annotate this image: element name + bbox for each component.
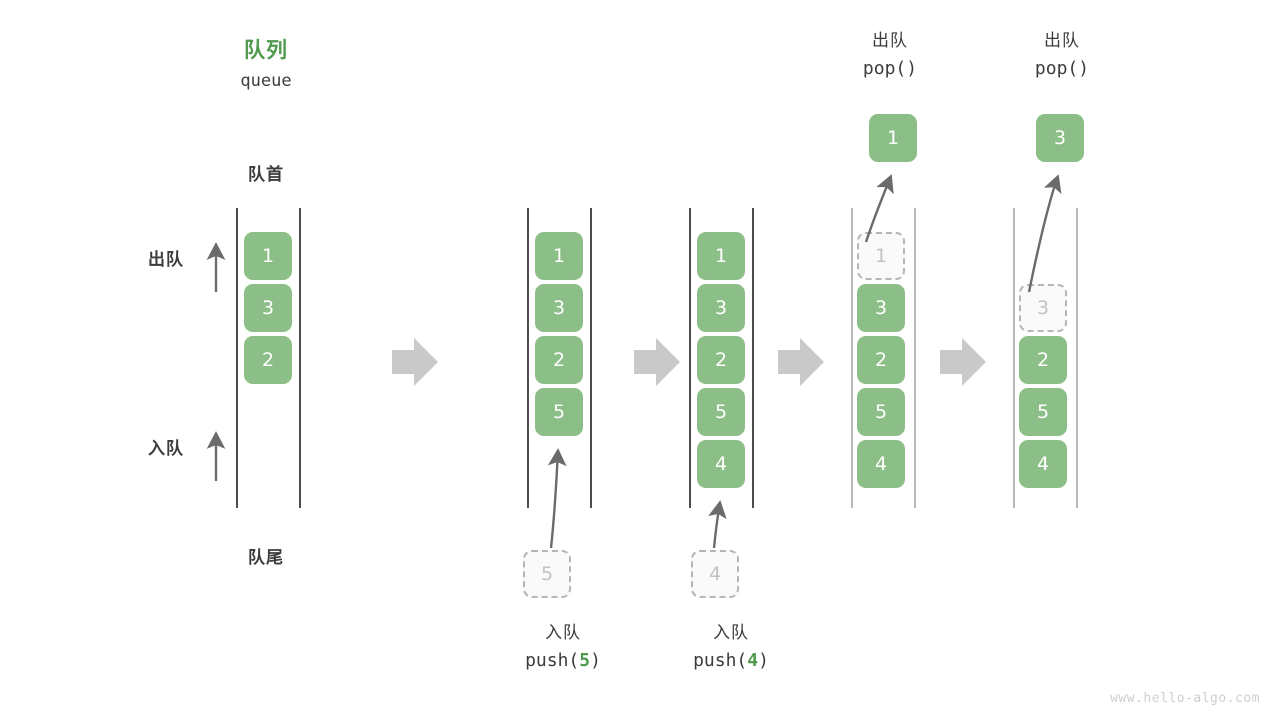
- push-caption: 入队 push(5): [483, 620, 643, 676]
- push-code-prefix: push(: [525, 650, 580, 671]
- queue-cell: 4: [1019, 440, 1067, 488]
- incoming-ghost-cell: 5: [523, 550, 571, 598]
- queue-rail-right: [590, 208, 592, 508]
- push-caption-code: push(4): [651, 646, 811, 676]
- queue-cell: 3: [244, 284, 292, 332]
- push-caption: 入队 push(4): [651, 620, 811, 676]
- pop-arrow: [1027, 174, 1062, 293]
- queue-cell: 5: [857, 388, 905, 436]
- queue-rail-left: [527, 208, 529, 508]
- pop-caption-code: pop(): [862, 58, 918, 79]
- queue-rail-left: [689, 208, 691, 508]
- step-arrow-icon: [940, 338, 986, 386]
- queue-rail-right: [299, 208, 301, 508]
- queue-cell: 2: [1019, 336, 1067, 384]
- step-arrow-icon: [778, 338, 824, 386]
- push-code-number: 4: [747, 650, 759, 671]
- incoming-ghost-cell: 4: [691, 550, 739, 598]
- queue-cell: 5: [697, 388, 745, 436]
- queue-rail-left: [236, 208, 238, 508]
- push-arrow: [708, 500, 727, 549]
- diagram-title-cn: 队列: [244, 38, 288, 62]
- push-caption-code: push(5): [483, 646, 643, 676]
- step-arrow-icon: [634, 338, 680, 386]
- queue-cell: 2: [535, 336, 583, 384]
- pop-caption-cn: 出队: [1044, 31, 1080, 51]
- queue-rail-right: [752, 208, 754, 508]
- queue-cell: 4: [857, 440, 905, 488]
- queue-cell: 1: [535, 232, 583, 280]
- queue-cell: 5: [535, 388, 583, 436]
- push-code-prefix: push(: [693, 650, 748, 671]
- queue-cell-ghost: 1: [857, 232, 905, 280]
- watermark: www.hello-algo.com: [1110, 691, 1260, 706]
- popped-cell: 3: [1036, 114, 1084, 162]
- push-code-suffix: ): [758, 650, 769, 671]
- push-arrow: [547, 448, 567, 549]
- step-arrow-icon: [392, 338, 438, 386]
- push-code-number: 5: [579, 650, 591, 671]
- queue-cell: 3: [535, 284, 583, 332]
- popped-cell: 1: [869, 114, 917, 162]
- queue-cell: 5: [1019, 388, 1067, 436]
- queue-cell: 2: [697, 336, 745, 384]
- queue-cell: 3: [857, 284, 905, 332]
- pop-caption-code: pop(): [1034, 58, 1090, 79]
- push-code-suffix: ): [590, 650, 601, 671]
- queue-rail-left: [1013, 208, 1015, 508]
- queue-cell: 3: [697, 284, 745, 332]
- queue-rail-left: [851, 208, 853, 508]
- queue-head-label: 队首: [248, 165, 284, 185]
- queue-rail-right: [1076, 208, 1078, 508]
- push-caption-cn: 入队: [545, 623, 581, 643]
- diagram-title-en: queue: [240, 71, 292, 91]
- queue-cell-ghost: 3: [1019, 284, 1067, 332]
- push-caption-cn: 入队: [713, 623, 749, 643]
- queue-tail-label: 队尾: [248, 548, 284, 568]
- pop-caption: 出队 pop(): [810, 28, 970, 84]
- queue-cell: 2: [857, 336, 905, 384]
- queue-cell: 2: [244, 336, 292, 384]
- queue-rail-right: [914, 208, 916, 508]
- queue-cell: 1: [697, 232, 745, 280]
- pop-caption-cn: 出队: [872, 31, 908, 51]
- pop-caption: 出队 pop(): [982, 28, 1142, 84]
- enqueue-direction-label: 入队: [148, 439, 184, 459]
- queue-cell: 1: [244, 232, 292, 280]
- dequeue-direction-label: 出队: [148, 250, 184, 270]
- queue-cell: 4: [697, 440, 745, 488]
